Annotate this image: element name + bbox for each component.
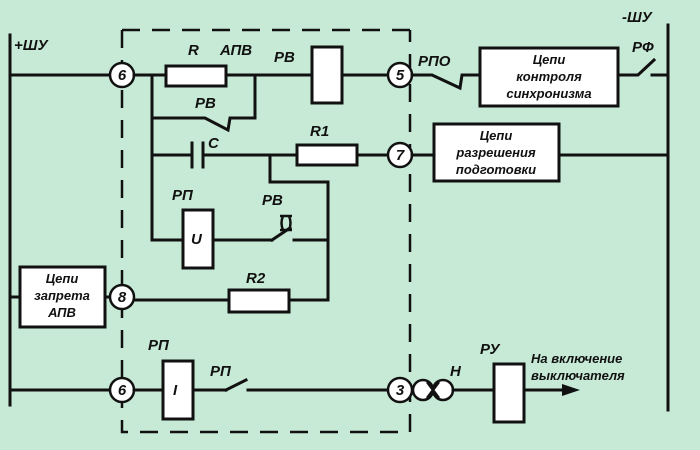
apv-label: АПВ	[219, 42, 252, 59]
sync-control-line1: Цепи	[533, 52, 566, 67]
relay-rv-contact-top-label: РВ	[195, 95, 216, 112]
relay-rp-voltage-coil-symbol: U	[191, 231, 203, 248]
relay-rp-contact	[223, 377, 249, 393]
positive-bus-label: +ШУ	[14, 37, 49, 54]
relay-rpo-contact	[410, 73, 482, 91]
relay-rf-contact	[616, 57, 657, 77]
resistor-r-label: R	[188, 42, 199, 59]
prep-permit-line2: разрешения	[455, 145, 536, 160]
resistor-r1	[295, 143, 359, 167]
relay-rp-current-coil-symbol: I	[173, 382, 178, 399]
relay-rp-current-coil	[161, 359, 195, 421]
relay-rpo-label: РПО	[418, 53, 451, 70]
relay-rv-coil-label: РВ	[274, 49, 295, 66]
relay-ru	[492, 362, 526, 424]
output-arrow-icon	[562, 384, 580, 396]
capacitor-c-label: C	[208, 135, 220, 152]
apv-block-line1: Цепи	[46, 271, 79, 286]
resistor-r2-label: R2	[246, 270, 266, 287]
relay-ru-label: РУ	[480, 341, 501, 358]
relay-rv-contact-top	[150, 73, 257, 133]
relay-rp-current-label: РП	[148, 337, 170, 354]
apv-enclosure	[120, 30, 412, 434]
terminal-6-top-label: 6	[118, 67, 127, 84]
sync-control-line3: синхронизма	[506, 86, 591, 101]
sync-control-line2: контроля	[516, 69, 582, 84]
relay-rp-contact-label: РП	[210, 363, 232, 380]
terminal-5-label: 5	[396, 67, 405, 84]
negative-bus-label: -ШУ	[622, 9, 654, 26]
time-delay-icon	[280, 214, 292, 232]
resistor-r1-label: R1	[310, 123, 329, 140]
resistor-r2	[227, 288, 291, 314]
wire	[268, 153, 330, 302]
relay-rv-delayed-contact-label: РВ	[262, 192, 283, 209]
resistor-r	[164, 64, 228, 88]
prep-permit-line1: Цепи	[480, 128, 513, 143]
relay-rf-label: РФ	[632, 39, 654, 56]
output-label-line1: На включение	[531, 351, 622, 366]
terminal-7-label: 7	[396, 147, 405, 164]
terminal-8	[108, 283, 136, 311]
prep-permit-line3: подготовки	[456, 162, 536, 177]
apv-block-line3: АПВ	[47, 305, 76, 320]
indicator-h-right	[431, 378, 455, 402]
terminal-3-label: 3	[396, 382, 405, 399]
apv-block-line2: запрета	[34, 288, 90, 303]
indicator-h-label: Н	[450, 363, 462, 380]
indicator-h-cross	[426, 381, 440, 399]
relay-rp-voltage-label: РП	[172, 187, 194, 204]
output-label-line2: выключателя	[531, 368, 625, 383]
terminal-6-bottom-label: 6	[118, 382, 127, 399]
relay-rv-coil	[310, 45, 344, 105]
prep-permit-block	[432, 122, 561, 183]
sync-control-block	[478, 46, 620, 108]
indicator-h-left	[411, 378, 435, 402]
terminal-8-label: 8	[118, 289, 127, 306]
